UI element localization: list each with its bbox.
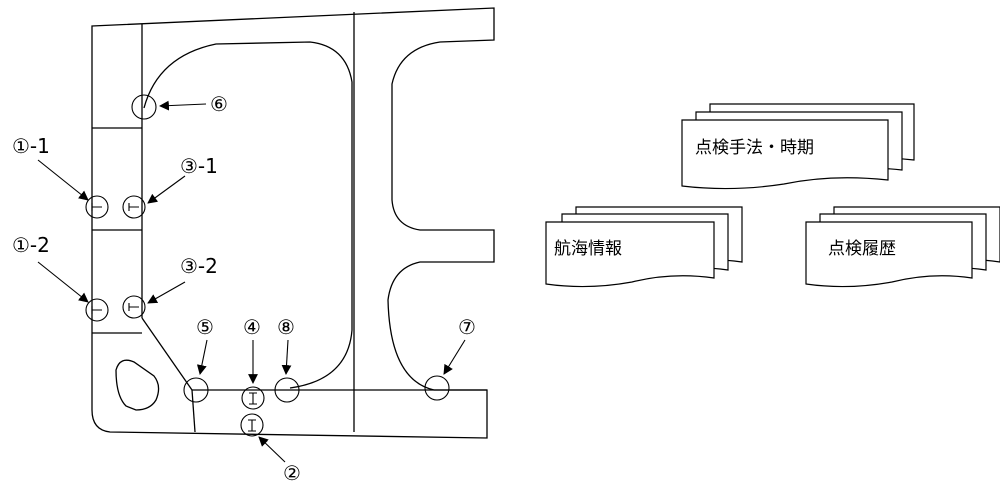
point-labels: ⑥ ①-1 ③-1 ①-2 ③-2 ⑤ ④ ⑧ ⑦ ② bbox=[12, 92, 476, 485]
label-7: ⑦ bbox=[458, 315, 476, 339]
inspection-point-8 bbox=[274, 377, 300, 403]
inspection-point-3-2 bbox=[122, 295, 146, 319]
hull-structure bbox=[91, 7, 495, 439]
doc-sheet-front bbox=[681, 119, 889, 190]
document-stack-navigation-info: 航海情報 bbox=[545, 206, 743, 288]
pointer-arrows bbox=[37, 100, 466, 463]
label-5: ⑤ bbox=[196, 315, 214, 339]
label-3-1: ③-1 bbox=[180, 154, 218, 178]
mark-3-2 bbox=[128, 303, 139, 311]
lightening-hole bbox=[115, 359, 160, 411]
doc-sheet-front bbox=[545, 221, 715, 288]
arrow-6 bbox=[159, 100, 207, 111]
mark-1-1 bbox=[91, 203, 102, 211]
inspection-point-7 bbox=[424, 375, 450, 401]
hull-outer-frame bbox=[91, 7, 495, 439]
doc-sheet-front bbox=[805, 221, 973, 288]
arrow-5 bbox=[196, 339, 208, 375]
doc-title-inspection-method: 点検手法・時期 bbox=[695, 138, 814, 158]
inspection-point-1-1 bbox=[85, 195, 109, 219]
inspection-point-1-2 bbox=[85, 298, 109, 322]
document-stack-inspection-history: 点検履歴 bbox=[805, 206, 1000, 288]
inspection-point-4 bbox=[241, 386, 265, 410]
arrow-8 bbox=[281, 339, 292, 375]
mark-3-1 bbox=[128, 203, 139, 211]
arrow-3-1 bbox=[147, 175, 186, 204]
label-6: ⑥ bbox=[210, 92, 228, 116]
inspection-point-3-1 bbox=[122, 195, 146, 219]
document-stack-inspection-method: 点検手法・時期 bbox=[681, 103, 915, 190]
label-4: ④ bbox=[243, 315, 261, 339]
label-3-2: ③-2 bbox=[180, 254, 218, 278]
arrow-1-2 bbox=[37, 261, 89, 303]
inner-cutout-curve bbox=[143, 41, 353, 389]
inspection-point-5 bbox=[183, 377, 209, 403]
mark-2 bbox=[248, 419, 256, 432]
bracket-diagonal bbox=[141, 317, 193, 391]
thickness-marks bbox=[91, 203, 257, 432]
arrow-3-2 bbox=[147, 281, 186, 304]
inspection-point-6 bbox=[131, 94, 157, 120]
mark-4 bbox=[249, 392, 257, 405]
label-1-1: ①-1 bbox=[12, 134, 50, 158]
arrow-2 bbox=[258, 436, 286, 463]
inspection-points bbox=[85, 94, 450, 437]
label-2: ② bbox=[283, 461, 301, 485]
girder-line bbox=[191, 389, 196, 433]
doc-title-inspection-history: 点検履歴 bbox=[828, 239, 896, 259]
arrow-1-1 bbox=[37, 159, 89, 201]
mark-1-2 bbox=[91, 306, 102, 314]
arrow-7 bbox=[443, 339, 466, 375]
doc-title-navigation-info: 航海情報 bbox=[554, 239, 622, 259]
inspection-point-2 bbox=[240, 413, 264, 437]
label-1-2: ①-2 bbox=[12, 233, 50, 257]
label-8: ⑧ bbox=[277, 315, 295, 339]
